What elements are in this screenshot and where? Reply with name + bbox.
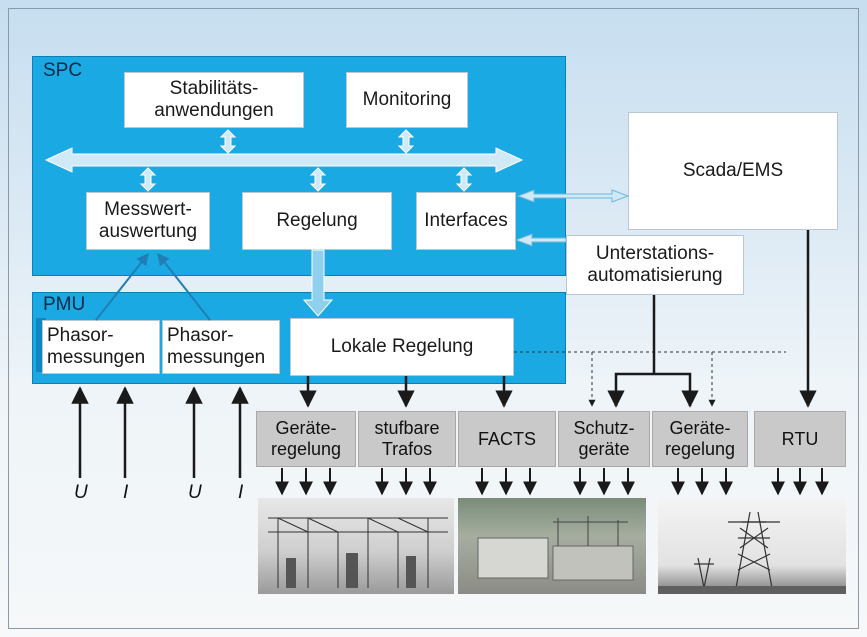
spc-label: SPC [43, 60, 83, 81]
diagram-frame [8, 8, 859, 629]
control-to-local-arrow [302, 249, 334, 317]
local-control-box: Lokale Regelung [290, 318, 514, 376]
phasor-measurement-box-1: Phasor- messungen [42, 320, 160, 374]
substation-photo [258, 498, 454, 594]
device-box-4: Schutz- geräte [558, 411, 650, 467]
scada-ems-box: Scada/EMS [628, 112, 838, 230]
device-box-3: FACTS [458, 411, 556, 467]
device-box-1: Geräte- regelung [256, 411, 356, 467]
interfaces-substation-arrow [514, 233, 567, 247]
monitoring-box: Monitoring [346, 72, 468, 128]
pmu-inner-strip [36, 318, 46, 372]
tower-illustration [658, 511, 846, 594]
device-output-arrows [275, 468, 829, 496]
facts-illustration [477, 516, 634, 581]
substation-links [607, 295, 699, 408]
interfaces-scada-arrow [516, 189, 630, 203]
device-box-6: RTU [754, 411, 846, 467]
bus-link-arrows [139, 129, 473, 192]
input-arrows [71, 386, 249, 478]
phasor-measurement-box-2: Phasor- messungen [162, 320, 280, 374]
substation-illustration [268, 517, 448, 588]
stability-applications-box: Stabilitäts- anwendungen [124, 72, 304, 128]
dotted-links [514, 351, 786, 407]
device-box-2: stufbare Trafos [358, 411, 456, 467]
transmission-tower-photo [658, 498, 846, 594]
input-label-u-2: U [188, 482, 202, 503]
local-control-arrows [299, 376, 513, 408]
substation-automation-box: Unterstations- automatisierung [566, 235, 744, 295]
input-label-u-1: U [74, 482, 88, 503]
spc-bus-arrow [44, 147, 524, 173]
phasor-to-evaluation-lines [95, 253, 211, 321]
device-box-5: Geräte- regelung [652, 411, 748, 467]
interfaces-box: Interfaces [416, 192, 516, 250]
facts-photo [458, 498, 646, 594]
input-label-i-2: I [238, 482, 244, 503]
pmu-label: PMU [43, 294, 86, 315]
input-label-i-1: I [123, 482, 129, 503]
measurement-evaluation-box: Messwert- auswertung [86, 192, 210, 250]
